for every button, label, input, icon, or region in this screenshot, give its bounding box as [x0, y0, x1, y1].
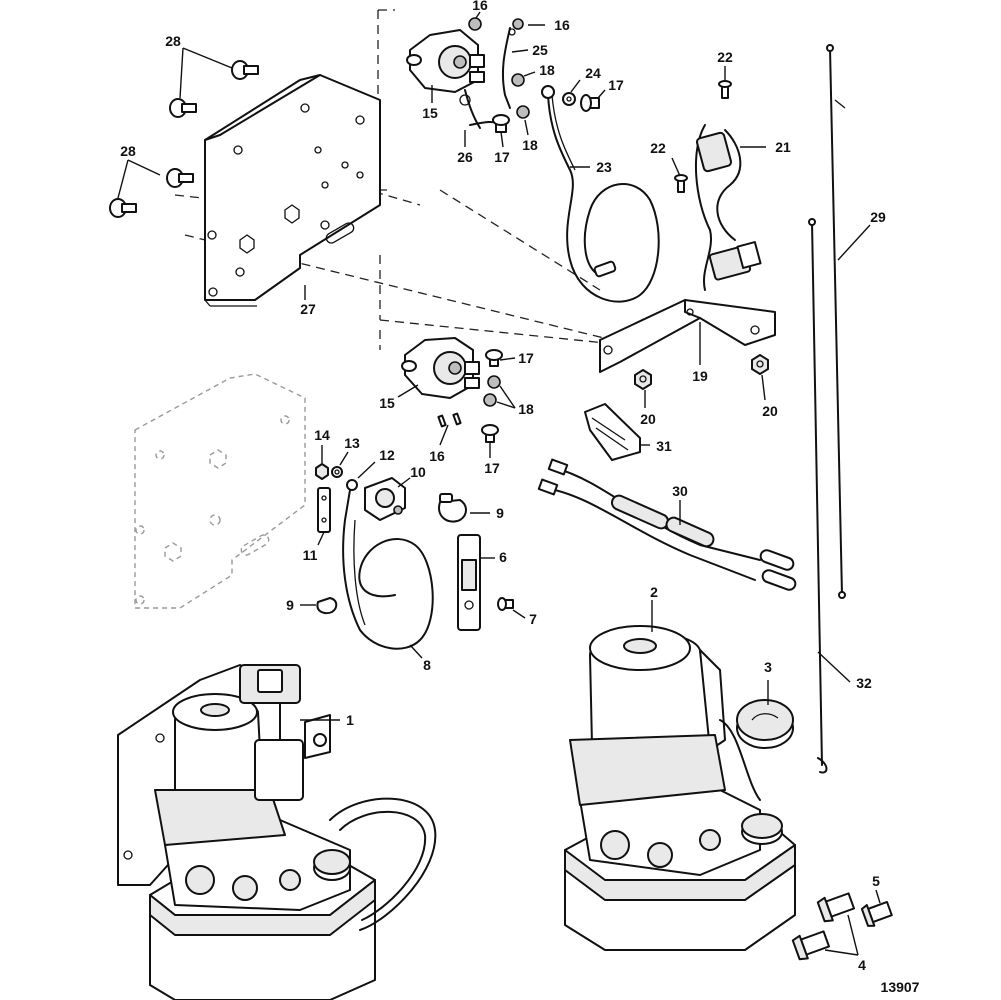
bracket-19 [599, 299, 776, 373]
clip-31 [584, 403, 641, 461]
callout-25: 25 [532, 42, 548, 58]
callout-18: 18 [522, 137, 538, 153]
callout-15: 15 [379, 395, 395, 411]
screws-17-lower [481, 349, 503, 443]
callout-27: 27 [300, 301, 316, 317]
callout-28: 28 [120, 143, 136, 159]
callout-10: 10 [410, 464, 426, 480]
callout-21: 21 [775, 139, 791, 155]
screw-17-upper [492, 94, 600, 133]
callout-15: 15 [422, 105, 438, 121]
callout-14: 14 [314, 427, 330, 443]
nut-14-washer-13 [315, 463, 343, 480]
callout-7: 7 [529, 611, 537, 627]
callout-18: 18 [539, 62, 555, 78]
mounting-plate-27 [204, 74, 381, 307]
callout-17: 17 [518, 350, 534, 366]
callout-13: 13 [344, 435, 360, 451]
wire-25 [501, 27, 516, 109]
nuts-16-upper [468, 17, 524, 31]
callout-17: 17 [484, 460, 500, 476]
callout-29: 29 [870, 209, 886, 225]
pump-assembly-2 [564, 625, 796, 951]
cable-23 [541, 85, 660, 303]
screws-28 [109, 60, 259, 218]
pins-16-lower [437, 412, 462, 428]
callout-16: 16 [554, 17, 570, 33]
ground-wire-12 [342, 479, 434, 650]
screw-7 [497, 597, 514, 611]
nuts-18-lower [483, 375, 501, 407]
rod-32 [808, 218, 828, 774]
callout-22: 22 [650, 140, 666, 156]
callout-19: 19 [692, 368, 708, 384]
fitting-5 [860, 901, 893, 927]
callout-26: 26 [457, 149, 473, 165]
fuse-holder-6 [457, 534, 481, 631]
callout-23: 23 [596, 159, 612, 175]
rod-29 [826, 44, 846, 599]
callout-9: 9 [496, 505, 504, 521]
nuts-20 [634, 354, 769, 390]
callout-11: 11 [303, 547, 318, 563]
reference-plate-outline [134, 373, 306, 609]
callout-24: 24 [585, 65, 601, 81]
filler-cap-3 [736, 699, 794, 749]
callout-8: 8 [423, 657, 431, 673]
clamp-9-lower [316, 597, 338, 615]
callout-12: 12 [379, 447, 395, 463]
callout-22: 22 [717, 49, 733, 65]
screws-22 [674, 80, 732, 193]
nuts-18-upper [511, 73, 530, 119]
callout-16: 16 [472, 0, 488, 13]
callout-1: 1 [346, 712, 354, 728]
solenoid-15-upper [406, 29, 485, 93]
callout-28: 28 [165, 33, 181, 49]
figure-number: 13907 [881, 979, 920, 995]
callout-30: 30 [672, 483, 688, 499]
fittings-4 [791, 892, 856, 961]
washer-24 [562, 92, 576, 106]
callout-31: 31 [656, 438, 672, 454]
callout-17: 17 [494, 149, 510, 165]
leader-lines [117, 11, 881, 956]
harness-30 [537, 458, 797, 591]
callout-6: 6 [499, 549, 507, 565]
clamp-9-upper [438, 493, 467, 523]
callout-5: 5 [872, 873, 880, 889]
callout-4: 4 [858, 957, 866, 973]
callout-32: 32 [856, 675, 872, 691]
circuit-breaker-10 [364, 477, 406, 521]
callout-9: 9 [286, 597, 294, 613]
callout-20: 20 [640, 411, 656, 427]
callout-16: 16 [429, 448, 445, 464]
callout-17: 17 [608, 77, 624, 93]
harness-21 [695, 124, 762, 291]
callout-3: 3 [764, 659, 772, 675]
terminal-11 [317, 487, 331, 533]
callout-18: 18 [518, 401, 534, 417]
callout-2: 2 [650, 584, 658, 600]
solenoid-15-lower [401, 337, 480, 399]
callout-20: 20 [762, 403, 778, 419]
callout-labels: 28 28 27 16 16 25 18 24 17 15 26 17 18 2… [120, 0, 886, 973]
pump-assembly-1 [117, 664, 437, 1000]
